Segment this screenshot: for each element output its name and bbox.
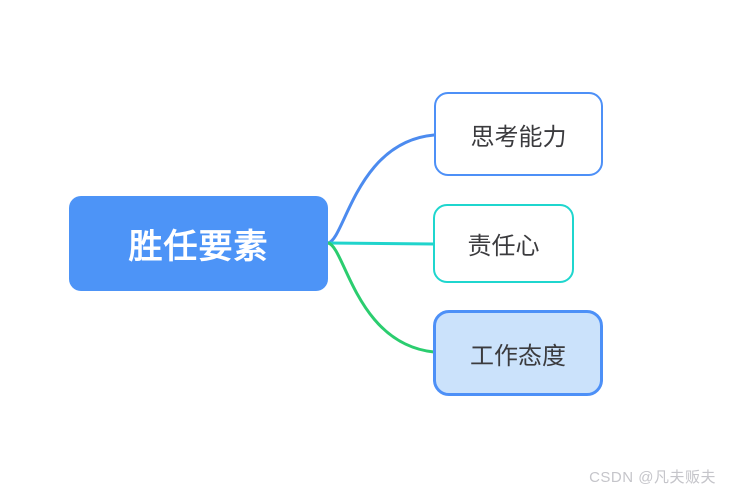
root-node-competency-elements[interactable]: 胜任要素 [69,196,328,291]
child-node-responsibility[interactable]: 责任心 [433,204,574,283]
edge-root-to-thinking-ability [326,133,436,245]
child-node-work-attitude[interactable]: 工作态度 [433,310,603,396]
edge-root-to-work-attitude [326,241,436,354]
watermark: CSDN @凡夫贩夫 [589,469,716,486]
edge-root-to-responsibility [326,241,436,246]
child-node-thinking-ability[interactable]: 思考能力 [434,92,603,176]
